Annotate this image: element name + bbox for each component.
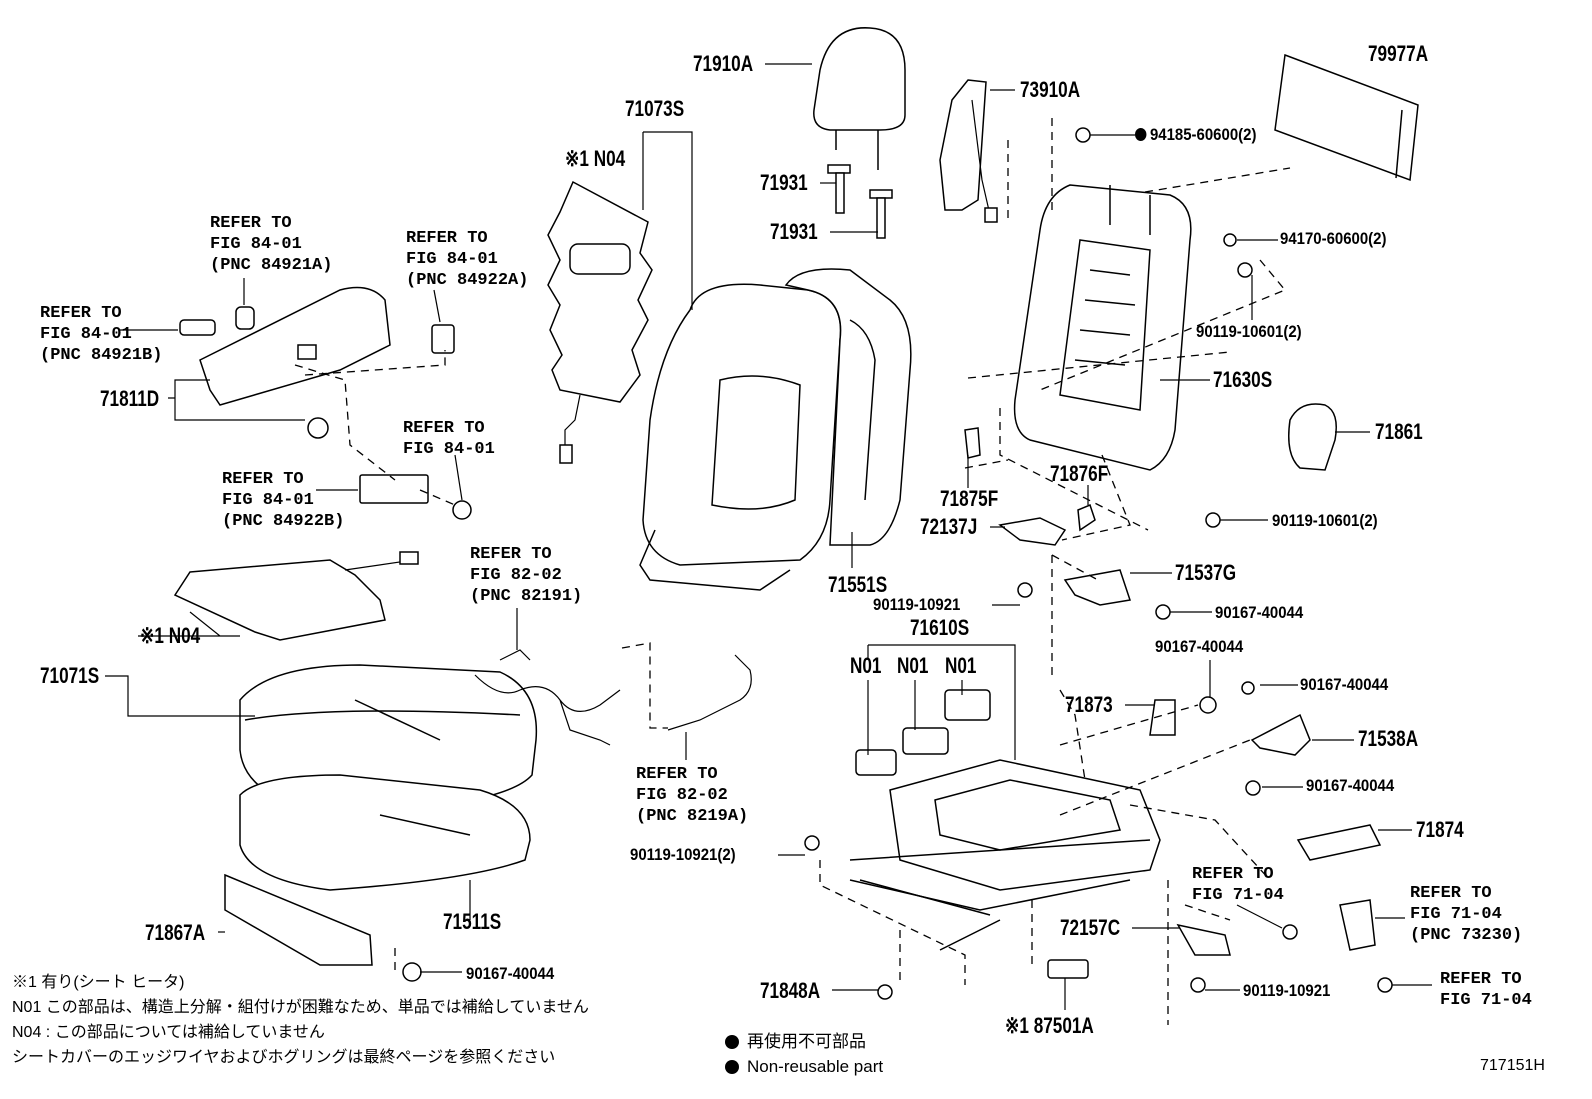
back-board-drawing <box>1274 53 1419 182</box>
label-n01-2: N01 <box>897 653 929 678</box>
leader-lines <box>105 63 1432 1010</box>
label-71551S: 71551S <box>828 572 888 597</box>
non-reusable-dot-icon <box>725 1035 739 1049</box>
cushion-heater-drawing <box>173 559 386 641</box>
wire-harness-8219A <box>667 654 752 731</box>
refer-fig84-01-84921A: REFER TO FIG 84-01 (PNC 84921A) <box>210 214 333 275</box>
figure-code: 717151H <box>1480 1057 1545 1074</box>
sensor-87501A <box>1047 959 1089 979</box>
label-90167-40044-a: 90167-40044 <box>1215 603 1304 622</box>
label-90119-10921-top: 90119-10921 <box>873 595 961 614</box>
motor-n01-3 <box>944 689 991 721</box>
refer-fig82-02-8219A: REFER TO FIG 82-02 (PNC 8219A) <box>636 765 749 826</box>
bracket-72157C <box>1176 923 1231 956</box>
cushion-pad-drawing <box>239 774 531 891</box>
wire-harness-82191 <box>474 649 621 746</box>
label-90119-10601-lower: 90119-10601(2) <box>1272 511 1378 530</box>
switch-84922B <box>359 474 429 504</box>
assembly-dashed-lines <box>294 118 1291 1025</box>
label-71873: 71873 <box>1065 692 1113 717</box>
switch-84921B <box>179 319 216 336</box>
front-trim-drawing <box>224 873 373 966</box>
label-90167-40044-b: 90167-40044 <box>1155 637 1244 656</box>
motor-n01-1 <box>855 749 897 776</box>
refer-fig71-04-a: REFER TO FIG 71-04 <box>1192 865 1284 905</box>
fastener-84-01 <box>452 500 472 520</box>
refer-fig84-01-84921B: REFER TO FIG 84-01 (PNC 84921B) <box>40 304 163 365</box>
note-cover-edge-wire: シートカバーのエッジワイヤおよびホグリングは最終ページを参照ください <box>12 1049 556 1066</box>
seatback-cover-drawing <box>639 268 912 591</box>
label-71610S: 71610S <box>910 615 970 640</box>
switch-84922A <box>431 324 455 354</box>
recliner-cover-drawing <box>1288 403 1337 471</box>
headrest-guide-drawing <box>827 164 893 239</box>
label-90167-40044-e: 90167-40044 <box>466 964 555 983</box>
label-71910A: 71910A <box>693 51 754 76</box>
side-shield-drawing <box>199 286 391 439</box>
label-71875F: 71875F <box>940 486 999 511</box>
label-71931-lower: 71931 <box>770 219 818 244</box>
seat-adjuster-drawing <box>849 759 1161 951</box>
note-seat-heater: ※1 有り(シート ヒータ) <box>12 974 185 991</box>
legend-non-reusable-en: Non-reusable part <box>725 1058 883 1075</box>
label-72137J: 72137J <box>920 514 978 539</box>
label-90119-10921-bottom: 90119-10921 <box>1243 981 1331 1000</box>
fasteners <box>804 127 1393 1000</box>
label-72157C: 72157C <box>1060 915 1121 940</box>
label-n04-seatback: ※1 N04 <box>565 146 626 171</box>
bracket-72137J <box>998 517 1067 546</box>
non-reusable-dot-icon <box>725 1060 739 1074</box>
label-n01-3: N01 <box>945 653 977 678</box>
side-trim-drawing <box>939 79 998 223</box>
label-90167-40044-d: 90167-40044 <box>1306 776 1395 795</box>
motor-n01-2 <box>902 727 949 755</box>
label-90119-10601-upper: 90119-10601(2) <box>1196 322 1302 341</box>
label-n01-1: N01 <box>850 653 882 678</box>
bracket-71873 <box>1149 699 1176 736</box>
label-71071S: 71071S <box>40 663 100 688</box>
label-87501A: ※1 87501A <box>1005 1013 1094 1038</box>
switch-84921A <box>235 306 255 330</box>
label-90119-10921-2: 90119-10921(2) <box>630 845 736 864</box>
bracket-71537G <box>1063 569 1131 606</box>
label-73910A: 73910A <box>1020 77 1081 102</box>
refer-fig84-01-84922B: REFER TO FIG 84-01 (PNC 84922B) <box>222 470 345 531</box>
label-71538A: 71538A <box>1358 726 1419 751</box>
seatback-frame-drawing <box>1013 184 1192 471</box>
cushion-cover-drawing <box>239 664 538 811</box>
buckle-73230 <box>1339 899 1376 951</box>
label-71876F: 71876F <box>1050 461 1109 486</box>
label-90167-40044-c: 90167-40044 <box>1300 675 1389 694</box>
label-71848A: 71848A <box>760 978 821 1003</box>
refer-fig71-04-73230: REFER TO FIG 71-04 (PNC 73230) <box>1410 884 1523 945</box>
label-n04-cushion: ※1 N04 <box>140 623 201 648</box>
bracket-71538A <box>1250 713 1311 756</box>
legend-non-reusable-jp: 再使用不可部品 <box>725 1033 866 1050</box>
headrest-drawing <box>813 27 906 170</box>
label-71861: 71861 <box>1375 419 1423 444</box>
bracket-71874 <box>1296 824 1382 861</box>
label-71874: 71874 <box>1416 817 1464 842</box>
label-71867A: 71867A <box>145 920 206 945</box>
seatback-heater-drawing <box>547 180 653 464</box>
refer-fig84-01-84922A: REFER TO FIG 84-01 (PNC 84922A) <box>406 229 529 290</box>
label-71811D: 71811D <box>100 386 160 411</box>
refer-fig82-02-82191: REFER TO FIG 82-02 (PNC 82191) <box>470 545 583 606</box>
label-79977A: 79977A <box>1368 41 1429 66</box>
note-n01: N01 この部品は、構造上分解・組付けが困難なため、単品では補給していません <box>12 999 589 1016</box>
label-71630S: 71630S <box>1213 367 1273 392</box>
refer-fig71-04-b: REFER TO FIG 71-04 <box>1440 970 1532 1010</box>
label-71511S: 71511S <box>443 909 502 934</box>
note-n04: N04 : この部品については補給していません <box>12 1024 325 1041</box>
label-71073S: 71073S <box>625 96 685 121</box>
label-71931-upper: 71931 <box>760 170 808 195</box>
label-94170-60600: 94170-60600(2) <box>1280 229 1387 248</box>
label-94185-60600: 94185-60600(2) <box>1135 126 1256 143</box>
refer-fig84-01: REFER TO FIG 84-01 <box>403 419 495 459</box>
label-71537G: 71537G <box>1175 560 1237 585</box>
